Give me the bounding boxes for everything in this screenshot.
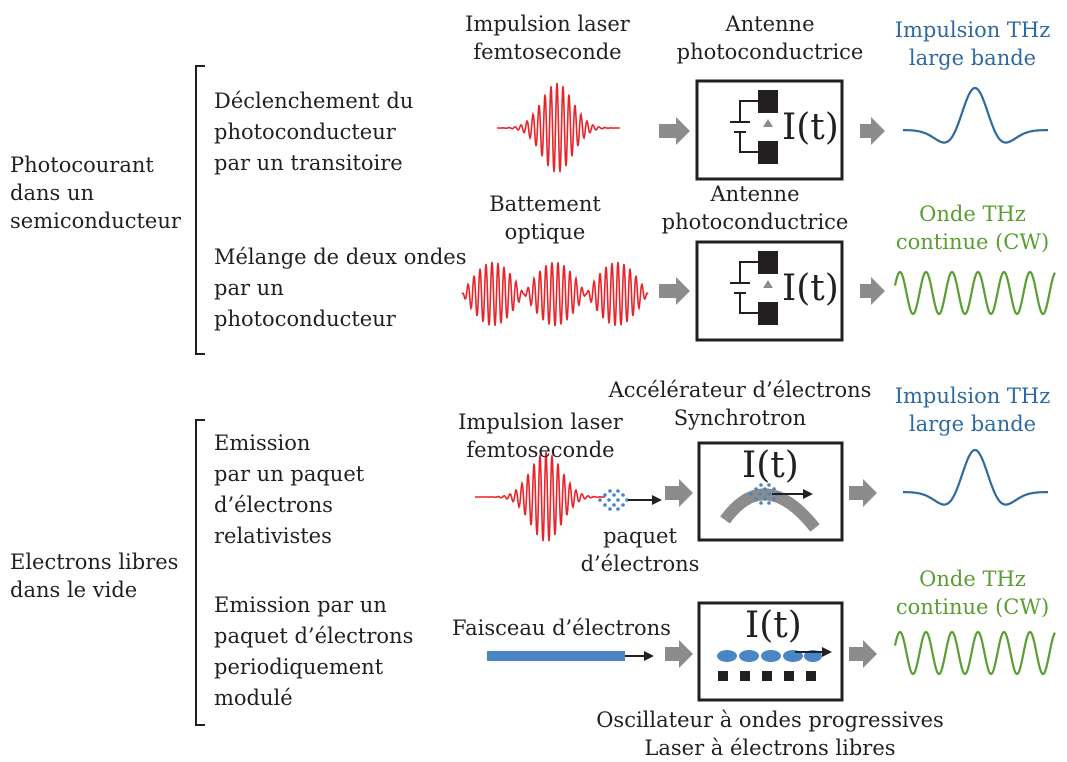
electron-beam-bar	[487, 651, 625, 661]
electron-dot	[612, 503, 616, 507]
method-triggered-photoconductor: Déclenchement du photoconducteur par un …	[214, 89, 414, 175]
antenna-box	[695, 240, 844, 342]
device-photoconductive-antenna: Antenne photoconductrice	[676, 12, 864, 64]
electron-dot	[607, 498, 611, 502]
bracket-photocurrent	[195, 65, 205, 355]
electron-dot	[767, 483, 771, 487]
electron-dot	[621, 503, 625, 507]
output-thz-cw: Onde THz continue (CW)	[895, 567, 1050, 619]
device-free-electron-laser: Oscillateur à ondes progressives Laser à…	[596, 708, 944, 760]
device-photoconductive-antenna: Antenne photoconductrice	[661, 182, 849, 234]
thz-cw-wave	[893, 270, 1056, 316]
black-arrow	[652, 495, 662, 505]
electron-dot	[603, 493, 607, 497]
electron-dot	[759, 483, 763, 487]
gray-arrow	[665, 640, 693, 668]
electron-bunches	[717, 650, 822, 662]
electron-dot	[754, 487, 758, 491]
bracket-free-electrons	[195, 419, 205, 726]
black-arrow	[644, 651, 654, 661]
method-relativistic-bunch: Emission par un paquet d’électrons relat…	[214, 431, 365, 548]
source-femtosecond-pulse: Impulsion laser femtoseconde	[458, 410, 623, 462]
current-label: I(t)	[742, 445, 799, 486]
photoconductive-antenna-icon	[730, 90, 778, 164]
source-optical-beat: Battement optique	[489, 192, 601, 244]
free-electron-laser-box	[697, 601, 844, 702]
electron-dot	[598, 498, 602, 502]
electron-dot	[603, 503, 607, 507]
electron-dot	[612, 493, 616, 497]
electron-dot	[754, 497, 758, 501]
electron-bunch-label: paquet d’électrons	[580, 524, 700, 576]
electron-dot	[767, 501, 771, 505]
device-synchrotron: Accélérateur d’électrons Synchrotron	[608, 378, 872, 430]
current-label: I(t)	[782, 107, 839, 148]
synchrotron-box	[697, 441, 844, 542]
electron-dot	[608, 489, 612, 493]
source-electron-beam: Faisceau d’électrons	[452, 616, 671, 640]
current-label: I(t)	[745, 605, 802, 646]
electron-dot	[759, 501, 763, 505]
undulator-magnets	[718, 671, 816, 681]
electron-dot	[772, 487, 776, 491]
thz-pulse-wave	[903, 448, 1048, 506]
electron-dot	[616, 498, 620, 502]
black-arrow	[803, 489, 813, 499]
category-photocurrent: Photocourant dans un semiconducteur	[10, 153, 181, 233]
black-arrow	[822, 647, 832, 657]
gray-arrow	[659, 117, 690, 145]
optical-beat-wave	[461, 261, 649, 327]
gray-arrow	[860, 117, 885, 145]
method-modulated-bunch: Emission par un paquet d’électrons perio…	[214, 593, 414, 710]
method-photomixing: Mélange de deux ondes par un photoconduc…	[214, 245, 467, 331]
output-thz-pulse: Impulsion THz large bande	[894, 18, 1051, 70]
current-label: I(t)	[782, 268, 839, 309]
electron-dot	[621, 493, 625, 497]
electron-dot	[758, 492, 762, 496]
electron-dot	[749, 492, 753, 496]
photoconductive-antenna-icon	[730, 251, 778, 325]
thz-pulse-wave	[903, 86, 1048, 144]
electron-bunch-icon	[749, 483, 780, 505]
source-femtosecond-pulse: Impulsion laser femtoseconde	[465, 12, 630, 64]
electron-dot	[616, 507, 620, 511]
gray-arrow	[849, 640, 877, 668]
gray-arrow	[665, 479, 693, 507]
output-thz-pulse: Impulsion THz large bande	[894, 384, 1051, 436]
electron-dot	[767, 492, 771, 496]
electron-dot	[763, 487, 767, 491]
gray-arrow	[659, 277, 690, 305]
laser-pulse-wave	[475, 451, 605, 542]
electron-dot	[763, 497, 767, 501]
synchrotron-trajectory	[720, 488, 820, 532]
output-thz-cw: Onde THz continue (CW)	[895, 202, 1050, 254]
electron-dot	[616, 489, 620, 493]
electron-bunch-icon	[598, 489, 629, 511]
electron-dot	[625, 498, 629, 502]
electron-dot	[608, 507, 612, 511]
category-free-electrons: Electrons libres dans le vide	[10, 550, 179, 602]
thz-cw-wave	[893, 630, 1056, 676]
laser-pulse-wave	[497, 82, 620, 173]
gray-arrow	[860, 277, 885, 305]
gray-arrow	[849, 479, 877, 507]
electron-dot	[772, 497, 776, 501]
antenna-box	[695, 79, 844, 181]
